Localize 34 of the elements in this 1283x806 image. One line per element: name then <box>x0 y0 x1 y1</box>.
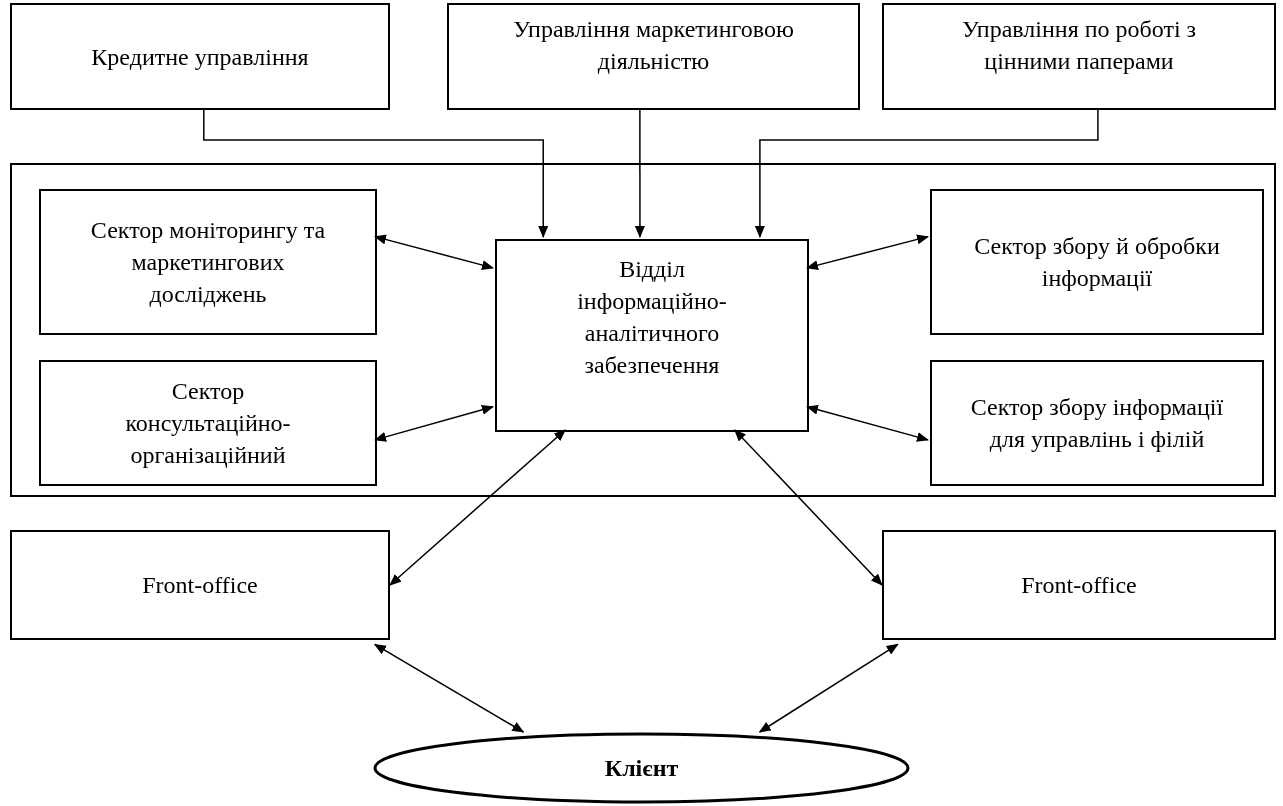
client-ellipse <box>373 732 910 804</box>
unit-name: Управління маркетинговою діяльністю <box>512 15 795 76</box>
arrow <box>374 234 494 270</box>
arrow <box>634 109 645 238</box>
unit-name: Кредитне управління <box>91 42 309 72</box>
unit-box <box>10 530 390 640</box>
arrow <box>389 429 566 586</box>
unit-name: Управління по роботі з цінними паперами <box>960 15 1198 76</box>
unit-box <box>39 189 377 335</box>
department-frame <box>10 163 1276 497</box>
arrow <box>374 405 494 442</box>
unit-box <box>447 3 860 110</box>
arrow <box>806 234 929 270</box>
arrow <box>754 109 1099 238</box>
arrow <box>203 109 549 238</box>
unit-name: Клієнт <box>604 754 679 783</box>
unit-name: Сектор збору інформації для управлінь і філій <box>969 393 1225 454</box>
arrow <box>806 404 929 442</box>
unit-name: Відділ інформаційно-аналітичного забезпечення <box>576 255 728 380</box>
arrow <box>734 429 883 586</box>
unit-box <box>882 530 1276 640</box>
unit-box <box>930 189 1264 335</box>
unit-box <box>39 360 377 486</box>
unit-name: Front-office <box>142 571 258 600</box>
arrow <box>758 643 899 733</box>
unit-name: Front-office <box>1021 571 1137 600</box>
unit-name: Сектор консультаційно-організаційний <box>124 377 292 470</box>
unit-name: Сектор моніторингу та маркетингових досліджень <box>89 216 327 309</box>
unit-box <box>10 3 390 110</box>
unit-box <box>930 360 1264 486</box>
arrow <box>373 643 525 733</box>
unit-box <box>495 239 809 432</box>
unit-box <box>882 3 1276 110</box>
unit-name: Сектор збору й обробки інформації <box>973 232 1221 293</box>
